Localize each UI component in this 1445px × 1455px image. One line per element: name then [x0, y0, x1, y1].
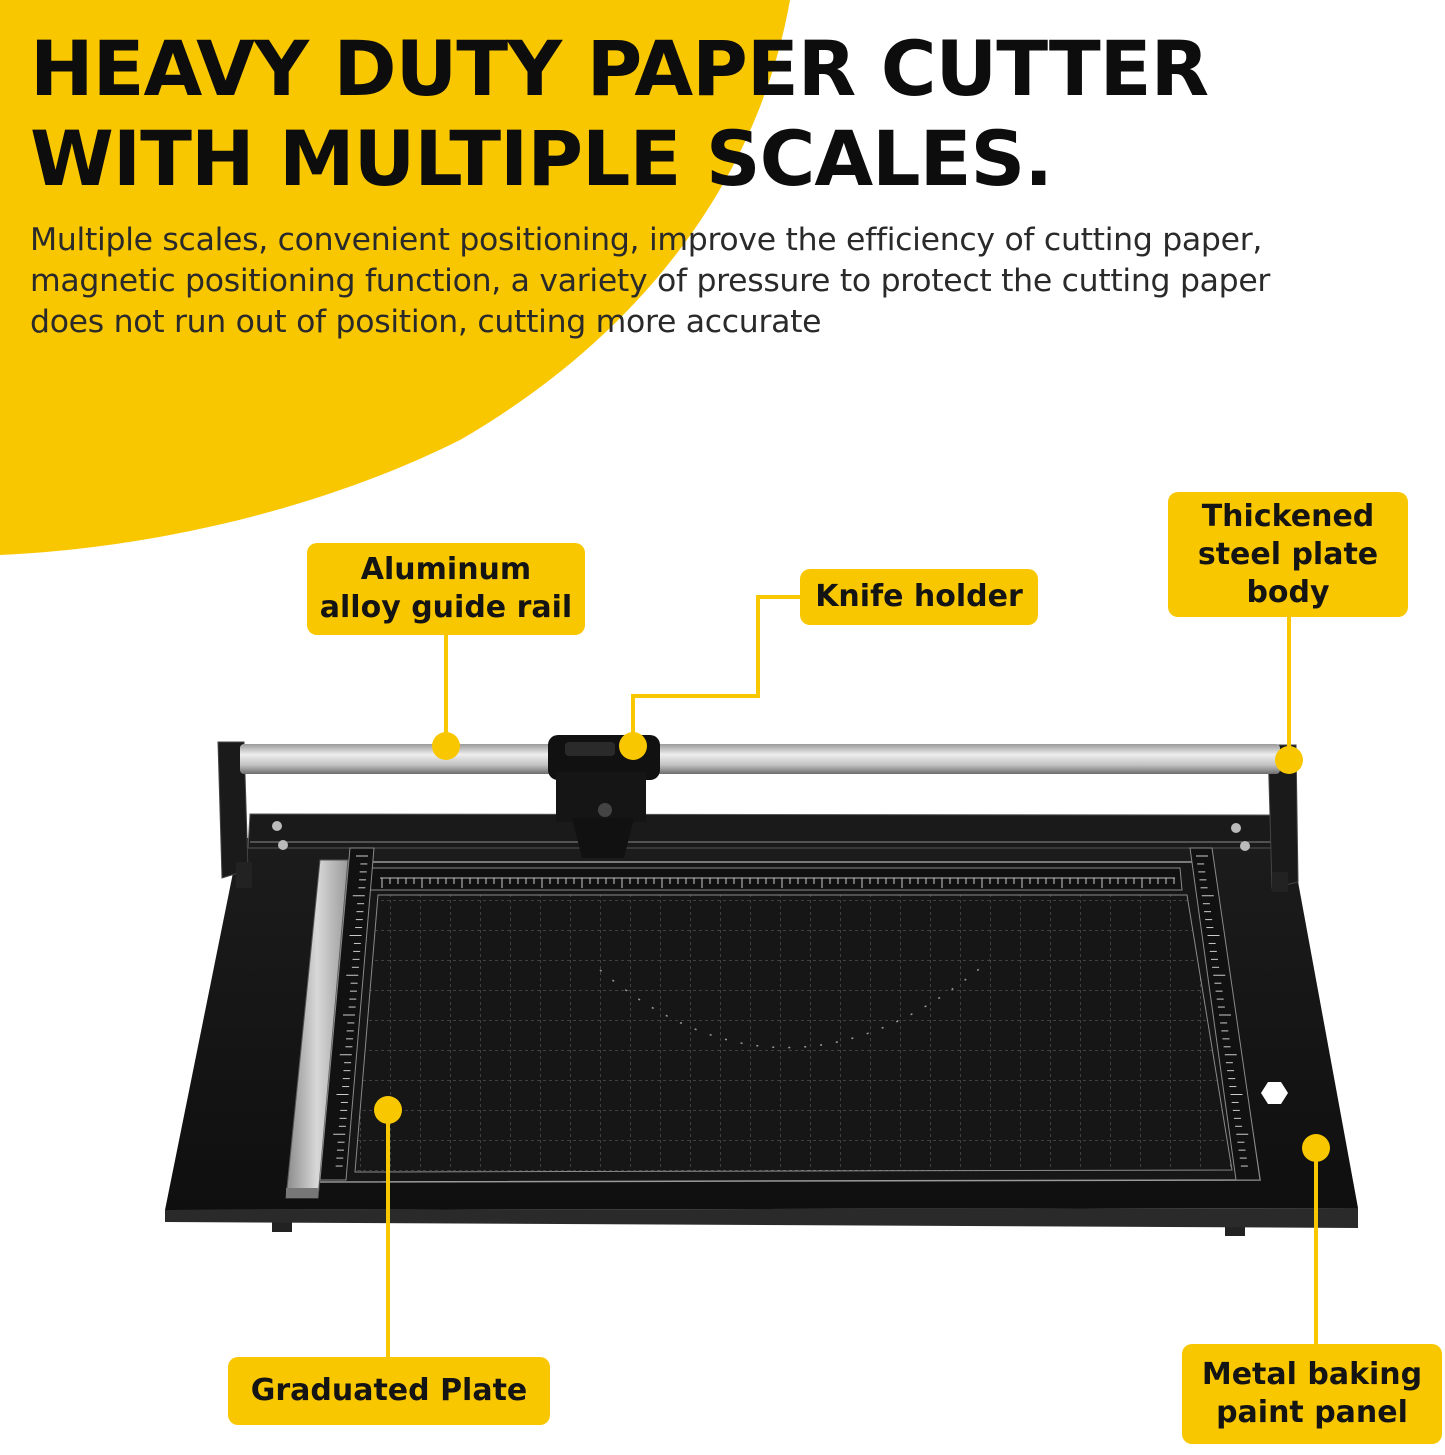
description-line-2: magnetic positioning function, a variety…: [30, 263, 1271, 299]
callout-knife-holder: Knife holder: [800, 569, 1038, 625]
description-line-1: Multiple scales, convenient positioning,…: [30, 222, 1263, 258]
callout-graduated-plate: Graduated Plate: [228, 1357, 550, 1425]
baking-panel-dot: [1302, 1134, 1330, 1162]
product-description: Multiple scales, convenient positioning,…: [30, 220, 1430, 343]
graduated-plate-dot: [374, 1096, 402, 1124]
callout-graduated-plate-line-1: Graduated Plate: [250, 1373, 528, 1408]
callout-guide-rail-line-1: Aluminum: [360, 552, 532, 587]
description-line-3: does not run out of position, cutting mo…: [30, 304, 822, 340]
guide-rail-dot: [432, 732, 460, 760]
callout-steel-body-line-3: body: [1246, 574, 1330, 610]
callout-guide-rail-line-2: alloy guide rail: [319, 590, 573, 625]
callout-baking-panel-line-2: paint panel: [1216, 1395, 1408, 1430]
steel-body-dot: [1275, 746, 1303, 774]
headline-line-2: WITH MULTIPLE SCALES.: [30, 114, 1053, 203]
right-end-cap: [1267, 744, 1299, 889]
callout-steel-body-line-2: steel plate: [1197, 536, 1379, 572]
callout-steel-body: Thickened steel plate body: [1168, 492, 1408, 617]
callout-knife-holder-line-1: Knife holder: [815, 579, 1023, 614]
headline-line-1: HEAVY DUTY PAPER CUTTER: [30, 24, 1209, 113]
left-scale: [319, 847, 375, 1181]
knife-holder-dot: [619, 732, 647, 760]
right-scale: [1189, 847, 1261, 1181]
callout-steel-body-line-1: Thickened: [1201, 498, 1375, 534]
callout-guide-rail: Aluminum alloy guide rail: [307, 543, 585, 635]
callout-baking-panel-line-1: Metal baking: [1201, 1357, 1423, 1392]
callout-baking-panel: Metal baking paint panel: [1182, 1344, 1442, 1444]
headline: HEAVY DUTY PAPER CUTTER WITH MULTIPLE SC…: [30, 24, 1209, 204]
hex-hole: [1261, 1082, 1288, 1104]
aluminum-alloy-guide-rail: [240, 744, 1280, 774]
board-front-edge: [165, 1208, 1358, 1228]
